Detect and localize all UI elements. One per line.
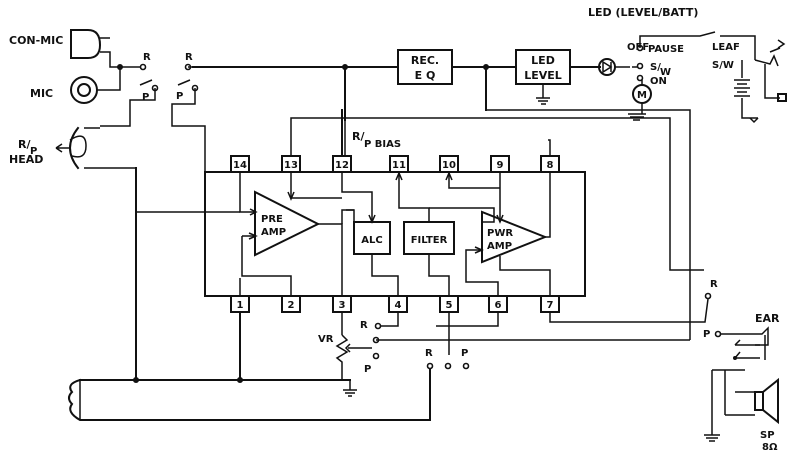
- led-title: LED (LEVEL/BATT): [588, 6, 698, 19]
- pin-3: 3: [339, 300, 346, 311]
- pin-10: 10: [442, 160, 456, 171]
- head-label: HEAD: [9, 153, 43, 166]
- pin-5: 5: [446, 300, 453, 311]
- pwr-amp-block: PWR AMP: [481, 210, 548, 264]
- pin-9: 9: [497, 160, 504, 171]
- pin-12: 12: [335, 160, 349, 171]
- coil-icon: [68, 367, 431, 421]
- svg-text:FILTER: FILTER: [411, 235, 448, 246]
- svg-text:R: R: [710, 279, 718, 290]
- pin-14: 14: [233, 160, 247, 171]
- ground-bus: [79, 167, 357, 397]
- svg-text:R: R: [425, 348, 433, 359]
- svg-text:REC.: REC.: [411, 54, 439, 67]
- ear-label: EAR: [755, 312, 780, 325]
- svg-text:8Ω: 8Ω: [762, 442, 778, 453]
- mic-jack-icon: [70, 64, 123, 104]
- filter-block: FILTER: [403, 221, 455, 255]
- svg-text:SP: SP: [760, 430, 775, 441]
- svg-text:PRE: PRE: [261, 214, 283, 225]
- alc-block: ALC: [353, 221, 391, 255]
- pin-11: 11: [392, 160, 406, 171]
- svg-text:PWR: PWR: [487, 228, 513, 239]
- rp-switch-left: R R P P: [100, 52, 206, 172]
- svg-text:R: R: [143, 52, 151, 63]
- right-switch-r: R: [549, 279, 718, 323]
- pre-amp-block: PRE AMP: [254, 190, 321, 257]
- motor-icon: M: [628, 80, 652, 121]
- svg-text:S/: S/: [650, 62, 661, 73]
- vr-potentiometer: VR P: [318, 312, 690, 380]
- leaf-switch: LEAF S/W: [712, 39, 787, 124]
- svg-text:ON: ON: [650, 76, 667, 87]
- svg-text:LEAF: LEAF: [712, 42, 740, 53]
- speaker-icon: SP 8Ω: [704, 370, 779, 453]
- svg-text:AMP: AMP: [261, 227, 286, 238]
- pin-13: 13: [284, 160, 298, 171]
- svg-text:P: P: [364, 364, 371, 375]
- pin-8: 8: [547, 160, 554, 171]
- tape-head-icon: [55, 126, 240, 213]
- svg-text:E Q: E Q: [415, 69, 436, 82]
- rec-eq-block: REC. E Q: [397, 49, 453, 85]
- svg-text:R: R: [360, 320, 368, 331]
- svg-text:LEVEL: LEVEL: [524, 69, 562, 82]
- pin-1: 1: [237, 300, 244, 311]
- svg-text:P: P: [30, 146, 37, 157]
- svg-text:P: P: [176, 91, 183, 102]
- svg-text:P: P: [142, 92, 149, 103]
- con-mic-icon: [70, 29, 120, 68]
- led-level-block: LED LEVEL: [515, 49, 571, 85]
- pin-4: 4: [395, 300, 402, 311]
- svg-text:OFF: OFF: [627, 42, 649, 53]
- svg-text:VR: VR: [318, 334, 334, 345]
- svg-text:PAUSE: PAUSE: [648, 44, 684, 55]
- pause-switch: OFF PAUSE S/ W ON: [627, 31, 756, 87]
- pin-6: 6: [495, 300, 502, 311]
- ic-bottom-pins: 1 2 3 4 5 6 7: [230, 295, 560, 313]
- svg-text:R: R: [185, 52, 193, 63]
- pin4-switch: R: [360, 312, 399, 331]
- top-bus: [192, 64, 704, 340]
- svg-text:W: W: [660, 67, 671, 78]
- rp-bias-label-1: R/: [352, 130, 365, 143]
- led-icon: [598, 58, 630, 76]
- pin-7: 7: [547, 300, 554, 311]
- ear-jack: EAR P: [703, 312, 780, 435]
- svg-text:M: M: [637, 90, 647, 101]
- pin5-switch: R P: [425, 312, 499, 370]
- con-mic-label: CON-MIC: [9, 34, 63, 47]
- svg-text:S/W: S/W: [712, 60, 734, 71]
- rp-bias-label-2: P BIAS: [364, 139, 401, 150]
- svg-text:LED: LED: [531, 54, 555, 67]
- svg-text:AMP: AMP: [487, 241, 512, 252]
- mic-label: MIC: [30, 87, 53, 100]
- ic-top-pins: 14 13 12 11 10 9 8: [230, 155, 560, 173]
- svg-text:P: P: [703, 329, 710, 340]
- pin-2: 2: [288, 300, 295, 311]
- svg-text:P: P: [461, 348, 468, 359]
- rp-head-label-1: R/: [18, 138, 31, 151]
- svg-text:ALC: ALC: [361, 235, 382, 246]
- internal-wiring: [239, 171, 551, 296]
